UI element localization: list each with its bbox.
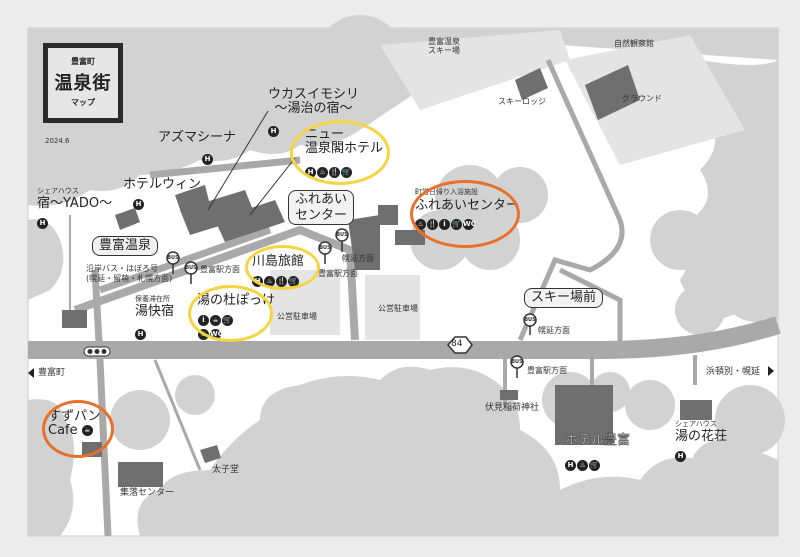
highlight-ring: [42, 400, 114, 458]
highlight-ring: [290, 120, 390, 185]
bus-stop-sign-text[interactable]: BUS: [185, 265, 197, 271]
label-parking: 公営駐車場: [378, 304, 418, 313]
title-town: 豊富町: [71, 57, 95, 66]
highlight-ring: [410, 180, 520, 248]
bus-stop-sign-text[interactable]: BUS: [524, 317, 536, 323]
label-hotel-toyotomi[interactable]: ホテル豊富: [565, 433, 631, 448]
label-bus-direction: 豊富駅方面: [200, 265, 240, 274]
label-bus-direction: 幌延方面: [538, 326, 570, 335]
label-line: ウカスイモシリ: [268, 87, 360, 102]
label-fushimi-inari: 伏見稲荷神社: [485, 403, 540, 413]
label-yukaiyado[interactable]: 湯快宿: [135, 304, 175, 319]
caption-sharehouse: シェアハウス: [37, 187, 79, 195]
label-yado[interactable]: 宿〜YADO〜: [37, 196, 113, 211]
label-line: 〜湯治の宿〜: [274, 101, 353, 117]
bus-stop-sign-text[interactable]: BUS: [319, 245, 331, 251]
label-bus-direction: 豊富駅方面: [318, 269, 358, 278]
label-ski-lodge: スキーロッジ: [498, 97, 546, 106]
map-title-logo: 豊富町 温泉街 マップ: [43, 43, 123, 123]
label-line: センター: [295, 207, 348, 223]
route-number: 84: [451, 339, 463, 349]
bus-stop-sign-text[interactable]: BUS: [336, 232, 348, 238]
label-nature-center: 自然観察館: [614, 39, 654, 48]
hotel-icon: H: [37, 218, 48, 229]
bath-icon: ♨: [577, 460, 588, 471]
map-date: 2024.6: [45, 137, 70, 145]
bus-stop-sign-text[interactable]: BUS: [511, 359, 523, 365]
caption-sharehouse: シェアハウス: [675, 420, 717, 428]
label-line: スキー場: [428, 45, 460, 55]
label-to-toyotomi[interactable]: 豊富町: [38, 368, 66, 378]
leader-lines: [207, 110, 296, 216]
label-shuraku-center: 集落センター: [120, 488, 175, 498]
bus-stop-sign-text[interactable]: BUS: [167, 255, 179, 261]
buildings: [62, 65, 712, 487]
caption-yukaiyado: 保養滞在所: [135, 295, 170, 303]
label-toyotomi-onsen-stop[interactable]: 豊富温泉: [92, 236, 159, 256]
title-sub: マップ: [71, 98, 95, 107]
label-engan-bus-dest: (幌延・留萌・札幌方面): [86, 274, 173, 283]
label-ukasui[interactable]: ウカスイモシリ〜湯治の宿〜: [268, 87, 360, 117]
hotel-icon: H: [565, 460, 576, 471]
label-fureai-stop[interactable]: ふれあいセンター: [288, 190, 355, 226]
hotel-icon: H: [133, 199, 144, 210]
label-engan-bus: 沿岸バス・はぼろ号: [86, 264, 158, 273]
label-line: ふれあい: [295, 192, 348, 207]
label-bus-direction: 幌延方面: [342, 254, 374, 263]
label-yunohana-so[interactable]: 湯の花荘: [675, 429, 728, 444]
label-azumashina[interactable]: アズマシーナ: [158, 130, 237, 145]
label-line: 豊富温泉: [428, 37, 460, 46]
label-ski-area: 豊富温泉スキー場: [428, 37, 460, 56]
hotel-icon: H: [202, 154, 213, 165]
hotel-icon: H: [268, 126, 279, 137]
label-taishido: 太子堂: [212, 465, 240, 475]
hotel-icon: H: [135, 329, 146, 340]
label-to-hamatonbetsu[interactable]: 浜頓別・幌延: [706, 367, 761, 377]
arrow-right-icon: [768, 366, 774, 376]
title-main: 温泉街: [54, 73, 112, 94]
bus-stop-icons: [166, 228, 537, 378]
highlight-ring: [245, 245, 320, 290]
highlight-ring: [188, 285, 273, 342]
shop-icon: 🛒: [589, 460, 600, 471]
arrow-left-icon: [28, 368, 34, 378]
label-parking: 公営駐車場: [277, 312, 317, 321]
label-hotel-win[interactable]: ホテルウィン: [123, 177, 202, 192]
label-ski-mae-stop[interactable]: スキー場前: [524, 288, 604, 308]
label-ground: グラウンド: [622, 94, 662, 103]
label-bus-direction: 豊富駅方面: [527, 366, 567, 375]
open-areas: [270, 30, 745, 340]
hotel-icon: H: [675, 451, 686, 462]
route-84-sign: [447, 336, 473, 354]
